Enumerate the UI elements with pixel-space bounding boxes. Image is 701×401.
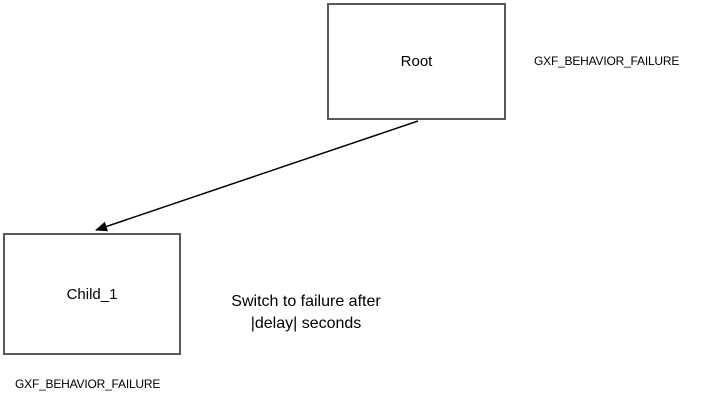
node-root: Root — [327, 3, 506, 120]
node-child-1: Child_1 — [3, 233, 181, 355]
edge-label-line-1: Switch to failure after — [231, 293, 381, 310]
edge-label-line-2: |delay| seconds — [250, 315, 362, 332]
node-root-label: Root — [400, 53, 433, 70]
node-root-behavior-type-label: GXF_BEHAVIOR_FAILURE — [534, 54, 680, 68]
node-child-1-behavior-type-label: GXF_BEHAVIOR_FAILURE — [15, 377, 161, 391]
node-child-1-label: Child_1 — [66, 285, 118, 303]
edge-label: Switch to failure after |delay| seconds — [206, 291, 406, 335]
edge-line — [95, 120, 419, 232]
